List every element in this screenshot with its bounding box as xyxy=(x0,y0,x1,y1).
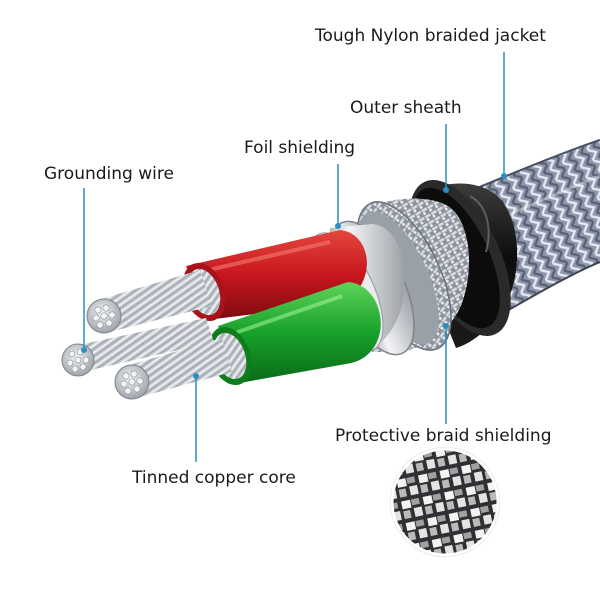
leader-ground-dot xyxy=(81,347,87,353)
copper-strands-top xyxy=(86,270,212,334)
leader-core-dot xyxy=(193,373,199,379)
leader-jacket-dot xyxy=(501,173,507,179)
label-protective-braid-shielding: Protective braid shielding xyxy=(335,426,552,446)
label-nylon-braided-jacket: Tough Nylon braided jacket xyxy=(315,26,546,46)
label-outer-sheath: Outer sheath xyxy=(350,98,462,118)
braid-closeup-inset xyxy=(390,447,500,557)
label-tinned-copper-core: Tinned copper core xyxy=(132,468,296,488)
leader-braid-dot xyxy=(443,323,449,329)
label-grounding-wire: Grounding wire xyxy=(44,164,174,184)
label-foil-shielding: Foil shielding xyxy=(244,138,356,158)
leader-sheath-dot xyxy=(443,187,449,193)
leader-foil-dot xyxy=(335,223,341,229)
leader-lines xyxy=(81,52,507,462)
copper-strands-bottom xyxy=(114,338,232,400)
